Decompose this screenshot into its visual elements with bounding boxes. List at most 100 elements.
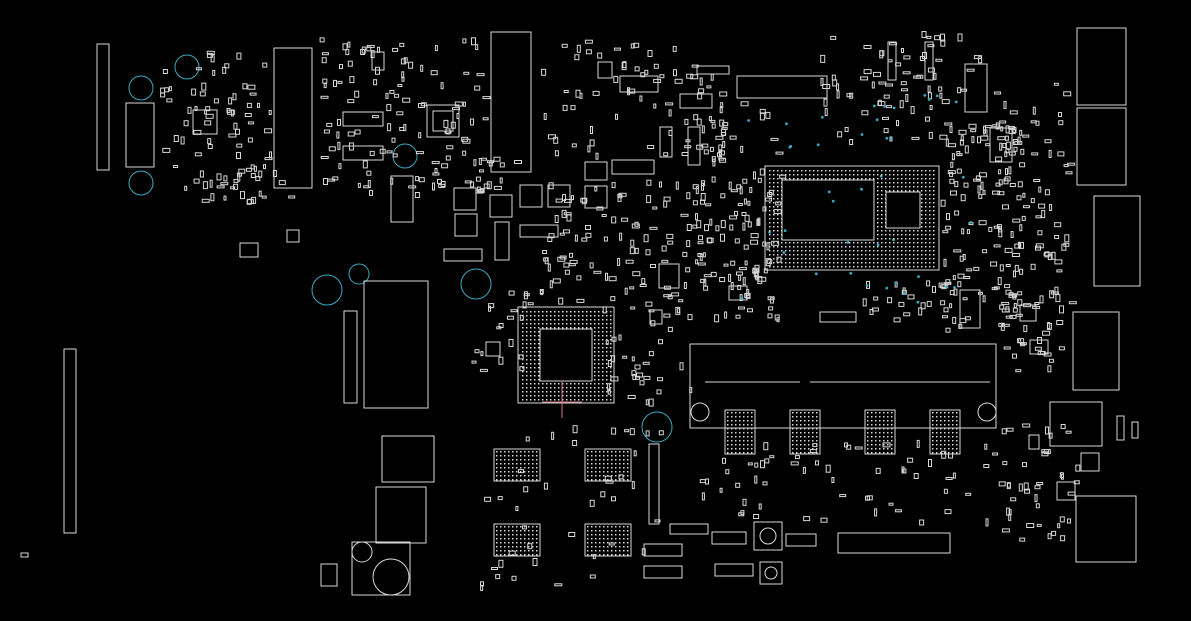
- bga-ball: [944, 440, 946, 442]
- bga-ball: [932, 412, 934, 414]
- pad: [237, 172, 242, 177]
- bga-ball: [558, 319, 560, 321]
- bga-ball: [623, 526, 625, 528]
- bga-ball: [881, 174, 883, 176]
- pad: [216, 173, 222, 181]
- bga-ball: [607, 542, 609, 544]
- bga-ball: [603, 550, 605, 552]
- pad: [736, 271, 743, 276]
- bga-ball: [837, 254, 839, 256]
- pad: [510, 309, 518, 313]
- bga-ball: [948, 436, 950, 438]
- pad: [685, 267, 691, 273]
- pad: [1063, 242, 1070, 247]
- bga-ball: [610, 391, 612, 393]
- pad: [771, 240, 780, 246]
- bga-ball: [781, 182, 783, 184]
- bga-ball: [532, 459, 534, 461]
- bga-ball: [897, 258, 899, 260]
- bga-ball: [781, 246, 783, 248]
- pad: [1034, 494, 1038, 503]
- bga-ball: [739, 448, 741, 450]
- pad: [766, 242, 770, 251]
- bga-ball: [500, 455, 502, 457]
- memory-chip-outline: [724, 409, 756, 455]
- bga-ball: [516, 479, 518, 481]
- pad: [918, 307, 923, 316]
- bga-ball: [530, 359, 532, 361]
- pad: [916, 439, 920, 448]
- pad: [592, 90, 600, 96]
- pad: [998, 179, 1003, 186]
- pad: [642, 361, 650, 365]
- pad: [418, 103, 425, 108]
- bga-ball: [578, 387, 580, 389]
- bga-ball: [550, 395, 552, 397]
- bga-ball: [536, 467, 538, 469]
- bga-ball: [921, 218, 923, 220]
- via: [814, 272, 818, 276]
- bga-ball: [528, 550, 530, 552]
- bga-ball: [594, 323, 596, 325]
- bga-ball: [883, 432, 885, 434]
- pad: [747, 221, 752, 228]
- bga-ball: [932, 416, 934, 418]
- pad: [951, 153, 955, 161]
- pad: [653, 103, 657, 109]
- bga-ball: [516, 459, 518, 461]
- bga-ball: [590, 387, 592, 389]
- bga-ball: [516, 463, 518, 465]
- pad: [1003, 346, 1011, 350]
- bga-ball: [526, 383, 528, 385]
- bga-ball: [804, 440, 806, 442]
- pad: [728, 273, 732, 282]
- pad: [941, 99, 950, 105]
- bga-ball: [853, 254, 855, 256]
- pad: [246, 167, 252, 172]
- bga-ball: [893, 238, 895, 240]
- pad: [548, 134, 556, 140]
- pad: [594, 186, 598, 192]
- bga-ball: [792, 452, 794, 454]
- bga-ball: [512, 538, 514, 540]
- bga-ball: [909, 242, 911, 244]
- bga-ball: [885, 186, 887, 188]
- bga-ball: [801, 266, 803, 268]
- pad: [440, 82, 444, 90]
- bga-ball: [607, 554, 609, 556]
- bga-ball: [530, 355, 532, 357]
- bga-ball: [849, 266, 851, 268]
- bga-ball: [522, 323, 524, 325]
- pad: [462, 101, 466, 107]
- chip-outline: [648, 443, 660, 525]
- bga-ball: [891, 412, 893, 414]
- bga-ball: [587, 550, 589, 552]
- pad: [1012, 218, 1021, 223]
- pad: [679, 362, 684, 371]
- pad: [663, 285, 671, 290]
- bga-ball: [829, 262, 831, 264]
- bga-ball: [769, 190, 771, 192]
- pad: [729, 135, 737, 140]
- bga-ball: [769, 194, 771, 196]
- pad: [947, 170, 956, 175]
- pad: [613, 47, 621, 51]
- via: [849, 271, 853, 275]
- pad: [618, 474, 624, 480]
- pad: [559, 232, 565, 236]
- bga-ball: [777, 234, 779, 236]
- bga-ball: [837, 266, 839, 268]
- bga-ball: [809, 170, 811, 172]
- bga-ball: [735, 420, 737, 422]
- pad: [257, 102, 260, 108]
- bga-ball: [865, 250, 867, 252]
- bga-ball: [582, 327, 584, 329]
- bga-ball: [520, 451, 522, 453]
- bga-ball: [615, 459, 617, 461]
- bga-ball: [611, 538, 613, 540]
- bga-ball: [587, 530, 589, 532]
- pad: [661, 245, 667, 252]
- bga-ball: [610, 387, 612, 389]
- pad: [749, 187, 753, 193]
